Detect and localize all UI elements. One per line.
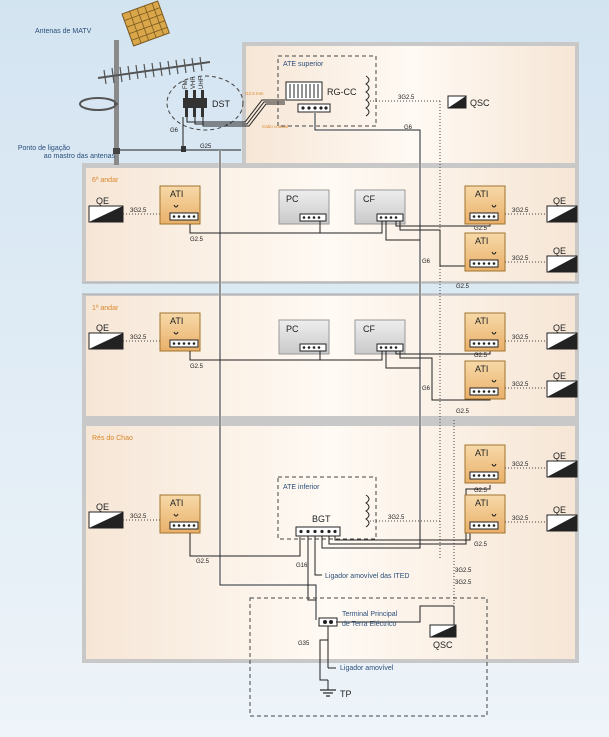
f1-ati-left-label: ATI: [170, 316, 183, 326]
floor-6-equipment: [88, 185, 578, 273]
coax-cable-note: Cabo coaxial: [262, 124, 288, 129]
qsc-top-cable-label: 3G2.5: [398, 95, 415, 101]
earth-ground-symbol: [320, 680, 336, 697]
fm-label: FM: [183, 80, 189, 89]
gf-ati-right-top-label: ATI: [475, 448, 488, 458]
f1-ati-right-bottom-g25: G2.5: [456, 409, 470, 415]
f1-ati-left-g25: G2.5: [190, 364, 204, 370]
gf-qe-right-top-cable: 3G2.5: [512, 462, 529, 468]
f1-qe-left-cable: 3G2.5: [130, 335, 147, 341]
rg-cc-device: [285, 81, 323, 101]
f6-ati-right-bottom-label: ATI: [475, 236, 488, 246]
uhf-label: UHF: [199, 76, 205, 89]
mast-label-1: Ponto de ligação: [18, 145, 70, 152]
antenna-label: Antenas de MATV: [35, 28, 92, 35]
f1-g6-label: G6: [422, 386, 431, 392]
gf-ati-left-label: ATI: [170, 498, 183, 508]
gf-qe-right-bottom-label: QE: [553, 505, 566, 515]
mast-label-2: ao mastro das antenas: [44, 153, 116, 160]
f6-qe-right-bottom-label: QE: [553, 246, 566, 256]
f6-qe-right-bottom-cable: 3G2.5: [512, 256, 529, 262]
f6-g6-label: G6: [422, 259, 431, 265]
qsc-bottom-label: QSC: [433, 640, 453, 650]
floor-1-label: 1º andar: [92, 305, 119, 312]
f1-qe-right-bottom-label: QE: [553, 371, 566, 381]
gf-qe-left-label: QE: [96, 502, 109, 512]
gf-3g25-b: 3G2.5: [455, 580, 472, 586]
coax-cables: [186, 99, 285, 127]
earth-terminal-box: [249, 597, 488, 717]
f1-qe-left-label: QE: [96, 323, 109, 333]
gf-3g25-a: 3G2.5: [455, 568, 472, 574]
ate-inferior-label: ATE inferior: [283, 484, 320, 491]
gf-qe-left-cable: 3G2.5: [130, 514, 147, 520]
qsc-bottom-box: [429, 624, 457, 638]
ligador-amovivel-label: Ligador amovível: [340, 665, 394, 672]
f1-qe-right-top-label: QE: [553, 323, 566, 333]
gf-ati-left-g25: G2.5: [196, 559, 210, 565]
g35-label: G35: [298, 641, 310, 647]
f6-cf-label: CF: [363, 194, 375, 204]
ate-superior-bar: [365, 75, 370, 117]
gf-ati-right-g25: G2.5: [474, 488, 488, 494]
f1-qe-right-bottom-cable: 3G2.5: [512, 382, 529, 388]
main-earth-terminal: [315, 600, 454, 681]
f6-ati-right-g25: G2.5: [474, 226, 488, 232]
dst-detail-circle: [166, 75, 244, 131]
coax-size-note: G2.5 mm: [245, 91, 264, 96]
ate-superior-box: [277, 55, 377, 127]
f1-cf-label: CF: [363, 324, 375, 334]
f1-pc-label: PC: [286, 324, 299, 334]
dst-label: DST: [212, 99, 231, 109]
terminal-label-1: Terminal Principal: [342, 611, 398, 618]
g16-label: G16: [296, 563, 308, 569]
g6-riser-label: G6: [404, 125, 413, 131]
floor-1-equipment: [88, 312, 578, 401]
vhf-label: VHF: [191, 77, 197, 89]
f6-qe-right-top-label: QE: [553, 196, 566, 206]
ate-superior-label: ATE superior: [283, 61, 324, 68]
f1-ati-right-g25: G2.5: [474, 353, 488, 359]
floor-ground-label: Rés do Chao: [92, 435, 133, 442]
g6-dst-label: G6: [170, 128, 179, 134]
floor-6-label: 6º andar: [92, 177, 119, 184]
gf-qe-right-bottom-cable: 3G2.5: [512, 516, 529, 522]
gf-ati-right-bottom-label: ATI: [475, 498, 488, 508]
terminal-label-2: de Terra Eléctrico: [342, 621, 396, 628]
gf-qe-right-top-label: QE: [553, 451, 566, 461]
matv-antennas: [79, 0, 211, 165]
f6-pc-label: PC: [286, 194, 299, 204]
mast-bond-point: [113, 148, 120, 154]
f6-qe-right-top-cable: 3G2.5: [512, 208, 529, 214]
f1-qe-right-top-cable: 3G2.5: [512, 335, 529, 341]
f6-qe-left-label: QE: [96, 196, 109, 206]
rg-cc-label: RG-CC: [327, 87, 357, 97]
ground-floor-equipment: [88, 444, 578, 601]
f6-ati-right-top-label: ATI: [475, 189, 488, 199]
qsc-top-label: QSC: [470, 98, 490, 108]
f6-ati-left-label: ATI: [170, 189, 183, 199]
ligador-ited-label: Ligador amovível das ITED: [325, 573, 409, 580]
dst-amplifier: [183, 90, 207, 117]
f6-ati-left-g25: G2.5: [190, 237, 204, 243]
f1-ati-right-bottom-label: ATI: [475, 364, 488, 374]
f6-qe-left-cable: 3G2.5: [130, 208, 147, 214]
f6-ati-right-bottom-g25: G2.5: [456, 284, 470, 290]
f1-ati-right-top-label: ATI: [475, 316, 488, 326]
gf-ati-right-bottom-g25: G2.5: [474, 542, 488, 548]
bgt-label: BGT: [312, 514, 331, 524]
gf-bgt-cable: 3G2.5: [388, 515, 405, 521]
g25-mast-label: G25: [200, 144, 212, 150]
tp-label: TP: [340, 689, 352, 699]
